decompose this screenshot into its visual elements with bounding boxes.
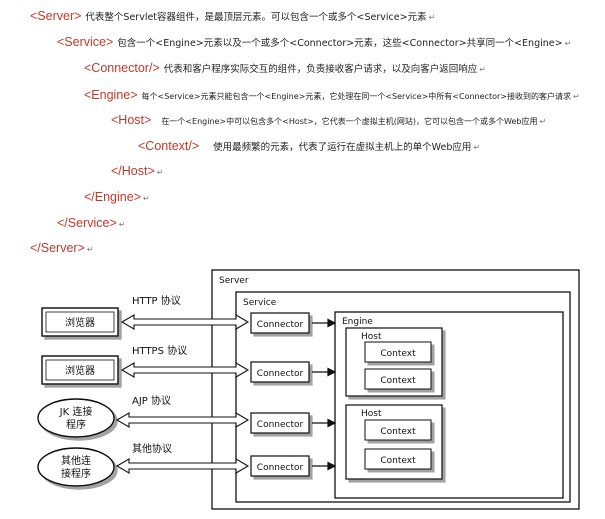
host-label-2: Host [361,409,382,419]
paragraph-mark-icon: ↵ [572,92,580,101]
xml-tag: </Engine> [84,190,141,204]
service-label: Service [243,298,277,308]
server-label: Server [219,276,249,286]
xml-desc: 每个<Service>元素只能包含一个<Engine>元素，它处理在同一个<Se… [141,92,571,101]
xml-line-server: <Server>代表整个Servlet容器组件，是最顶层元素。可以包含一个或多个… [30,9,435,25]
double-arrow-icon [120,362,250,378]
client-browser-1: 浏览器 [41,307,119,337]
context-label: Context [380,376,416,386]
xml-desc: 在一个<Engine>中可以包含多个<Host>，它代表一个虚拟主机(网站)，它… [161,117,538,126]
connector-label-2: Connector [257,369,304,379]
client-browser-2: 浏览器 [41,355,119,385]
client-other-connector: 其他连 接程序 [37,447,115,487]
xml-line-engine-close: </Engine>↵ [84,190,150,206]
connector-box-2 [250,361,310,383]
host-label-1: Host [361,332,382,342]
xml-tag: <Service> [57,35,114,49]
context-label: Context [380,349,416,359]
xml-line-service: <Service>包含一个<Engine>元素以及一个或多个<Connector… [57,35,571,51]
paragraph-mark-icon: ↵ [539,117,547,126]
double-arrow-icon [120,314,250,330]
protocol-arrows [115,314,250,474]
context-label: Context [380,456,416,466]
double-arrow-icon [115,458,250,474]
engine-label: Engine [342,317,373,327]
paragraph-mark-icon: ↵ [473,143,481,152]
context-box [364,419,432,441]
xml-tag: <Connector/> [84,61,160,75]
protocol-label-https: HTTPS 协议 [132,344,187,357]
xml-line-server-close: </Server>↵ [30,241,94,257]
xml-tag: <Host> [111,113,152,127]
xml-tag: <Engine> [84,88,138,102]
connector-box-1 [250,312,310,334]
context-box [364,448,432,470]
xml-line-service-close: </Service>↵ [57,216,125,232]
xml-desc: 包含一个<Engine>元素以及一个或多个<Connector>元素，这些<Co… [117,38,563,49]
xml-desc: 代表和客户程序实际交互的组件，负责接收客户请求，以及向客户返回响应 [163,64,478,75]
paragraph-mark-icon: ↵ [428,13,436,22]
xml-line-connector: <Connector/>代表和客户程序实际交互的组件，负责接收客户请求，以及向客… [84,61,486,77]
xml-desc: 代表整个Servlet容器组件，是最顶层元素。可以包含一个或多个<Service… [85,12,427,23]
protocol-label-ajp: AJP 协议 [132,394,171,407]
connector-box-3 [250,412,310,434]
paragraph-mark-icon: ↵ [86,245,94,254]
context-label: Context [380,427,416,437]
xml-tag: </Server> [30,241,85,255]
context-box [364,368,432,390]
connector-group: Connector Connector Connector Connector [250,312,310,477]
client-label: JK 连接 [59,405,93,418]
xml-tag: </Host> [111,164,155,178]
xml-tag: <Context/> [138,139,200,153]
connector-label-3: Connector [257,420,304,430]
client-label-line2: 接程序 [61,467,91,480]
paragraph-mark-icon: ↵ [118,220,126,229]
xml-line-host: <Host> 在一个<Engine>中可以包含多个<Host>，它代表一个虚拟主机… [111,113,546,129]
protocol-label-other: 其他协议 [132,442,172,455]
xml-desc: 使用最频繁的元素，代表了运行在虚拟主机上的单个Web应用 [213,142,472,153]
paragraph-mark-icon: ↵ [143,194,150,203]
xml-tag: </Service> [57,216,117,230]
paragraph-mark-icon: ↵ [156,168,164,177]
client-label: 其他连 [61,454,91,467]
client-label: 浏览器 [65,316,95,329]
paragraph-mark-icon: ↵ [564,39,572,48]
xml-line-host-close: </Host>↵ [111,164,163,180]
connector-label-4: Connector [257,463,304,473]
connector-engine-arrows [312,318,337,471]
client-label-line2: 程序 [66,418,86,431]
paragraph-mark-icon: ↵ [479,65,486,74]
double-arrow-icon [115,412,250,428]
xml-tag: <Server> [30,9,82,23]
connector-label-1: Connector [257,320,304,330]
context-box [364,341,432,363]
protocol-label-http: HTTP 协议 [132,294,181,307]
client-jk-connector: JK 连接 程序 [37,398,115,438]
xml-line-engine: <Engine>每个<Service>元素只能包含一个<Engine>元素，它处… [84,88,580,104]
client-label: 浏览器 [65,364,95,377]
connector-box-4 [250,455,310,477]
xml-line-context: <Context/> 使用最频繁的元素，代表了运行在虚拟主机上的单个Web应用↵ [138,139,480,155]
